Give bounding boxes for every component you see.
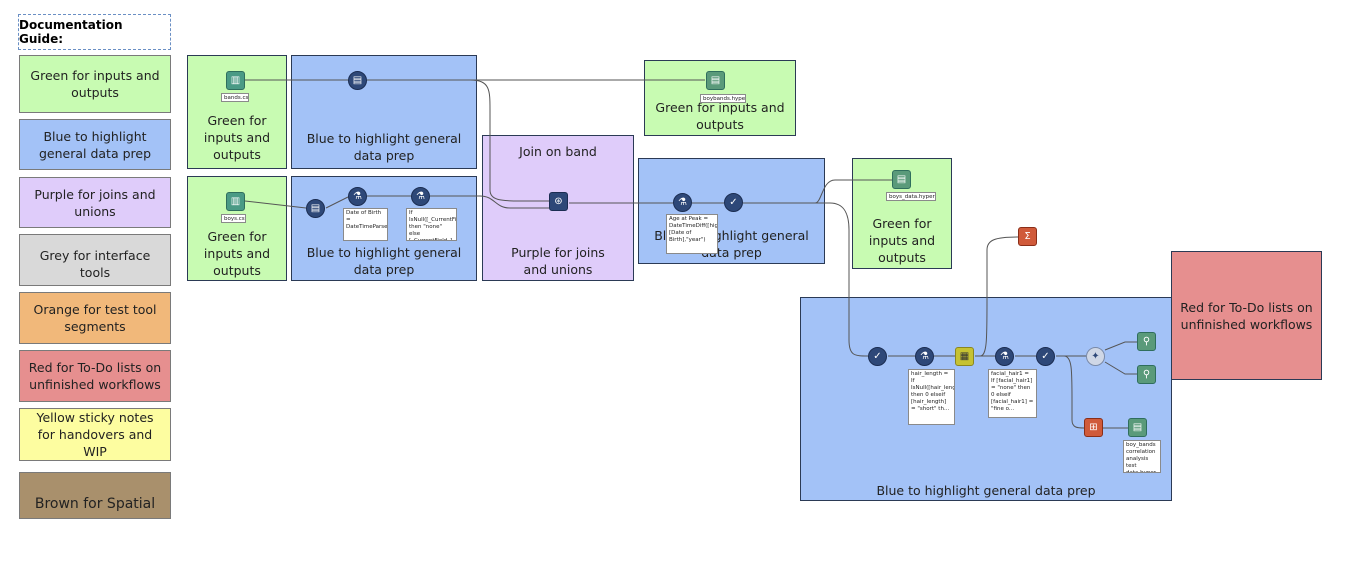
- container-todo[interactable]: Red for To-Do lists on unfinished workfl…: [1171, 251, 1322, 380]
- formula-tool-facial[interactable]: ⚗: [995, 347, 1014, 366]
- legend-red[interactable]: Red for To-Do lists on unfinished workfl…: [19, 350, 171, 402]
- container-large-prep[interactable]: Blue to highlight general data prep: [800, 297, 1172, 501]
- document-icon: ▤: [1132, 422, 1143, 433]
- container-boys-output[interactable]: Green for inputs and outputs: [852, 158, 952, 269]
- bands-input-tool[interactable]: ▥: [226, 71, 245, 90]
- legend-yellow-label: Yellow sticky notes for handovers and WI…: [36, 410, 154, 459]
- container-bands-prep[interactable]: Blue to highlight general data prep: [291, 55, 477, 169]
- legend-brown-label: Brown for Spatial: [34, 496, 156, 512]
- formula-tool-dob[interactable]: ⚗: [348, 187, 367, 206]
- legend-red-label: Red for To-Do lists on unfinished workfl…: [28, 360, 162, 392]
- table-icon: ▦: [959, 351, 970, 362]
- filter-tool-1[interactable]: ✓: [724, 193, 743, 212]
- wire-filter-largefilter: [743, 202, 869, 357]
- formula-hair-label: hair_length = If IsNull([hair_length]) t…: [908, 369, 955, 425]
- multi-field-formula-tool[interactable]: ⚗: [411, 187, 430, 206]
- boys-input-label: boys.csv: [221, 214, 246, 223]
- document-icon: ▤: [710, 75, 721, 86]
- boys-output-label: boys_data.hyper: [886, 192, 936, 201]
- bands-output-label: boybands.hyper: [700, 94, 746, 103]
- flask-icon: ⚗: [920, 351, 929, 362]
- select-tool-boys[interactable]: ▤: [306, 199, 325, 218]
- filter-tool-3[interactable]: ✓: [1036, 347, 1055, 366]
- legend-green[interactable]: Green for inputs and outputs: [19, 55, 171, 113]
- legend-grey-label: Grey for interface tools: [39, 248, 151, 280]
- legend-yellow[interactable]: Yellow sticky notes for handovers and WI…: [19, 408, 171, 461]
- flask-icon: ⚗: [353, 191, 362, 202]
- formula-facial-label: facial_hair1 = If [facial_hair1] = "none…: [988, 369, 1037, 418]
- wire-filter-output: [743, 179, 892, 204]
- boys-input-tool[interactable]: ▥: [226, 192, 245, 211]
- container-bands-input-label: Green for inputs and outputs: [203, 113, 271, 162]
- auto-icon: ✦: [1091, 351, 1100, 362]
- legend-orange-label: Orange for test tool segments: [33, 302, 157, 334]
- formula-tool-age[interactable]: ⚗: [673, 193, 692, 212]
- container-bands-prep-label: Blue to highlight general data prep: [306, 131, 462, 163]
- wire-to-browse2: [1104, 361, 1137, 375]
- legend-blue-label: Blue to highlight general data prep: [38, 128, 152, 161]
- wire-select-join: [367, 79, 549, 202]
- legend-purple[interactable]: Purple for joins and unions: [19, 177, 171, 228]
- container-join-title: Join on band: [519, 144, 597, 159]
- correlation-output-label: boy_bands correlation analysis test data…: [1123, 440, 1161, 473]
- boys-output-tool[interactable]: ▤: [892, 170, 911, 189]
- checkmark-filter-icon: ✓: [873, 351, 882, 362]
- correlation-icon: ⊞: [1089, 422, 1098, 433]
- legend-purple-label: Purple for joins and unions: [34, 186, 156, 219]
- wire-to-correlation: [1056, 355, 1085, 429]
- wire-select-formula: [325, 196, 349, 209]
- select-tool-bands[interactable]: ▤: [348, 71, 367, 90]
- formula-null-label: If IsNull([_CurrentField_]) then "none" …: [406, 208, 457, 241]
- container-todo-label: Red for To-Do lists on unfinished workfl…: [1180, 299, 1313, 332]
- wire-formula-join: [430, 195, 549, 209]
- wire-to-browse1: [1104, 341, 1137, 351]
- legend-blue[interactable]: Blue to highlight general data prep: [19, 119, 171, 170]
- join-icon: ⊛: [554, 196, 563, 207]
- binoculars-icon: ⚲: [1142, 369, 1151, 380]
- join-tool[interactable]: ⊛: [549, 192, 568, 211]
- book-icon: ▥: [230, 196, 241, 207]
- select-icon: ▤: [310, 203, 321, 214]
- legend-green-label: Green for inputs and outputs: [30, 68, 160, 100]
- formula-tool-hair[interactable]: ⚗: [915, 347, 934, 366]
- documentation-guide-title: Documentation Guide:: [18, 14, 171, 50]
- bands-output-tool[interactable]: ▤: [706, 71, 725, 90]
- browse-tool-1[interactable]: ⚲: [1137, 332, 1156, 351]
- wire-boys-select: [244, 200, 307, 209]
- correlation-tool[interactable]: ⊞: [1084, 418, 1103, 437]
- container-boys-prep-label: Blue to highlight general data prep: [306, 245, 462, 277]
- container-bands-output-label: Green for inputs and outputs: [655, 100, 785, 132]
- document-icon: ▤: [896, 174, 907, 185]
- book-icon: ▥: [230, 75, 241, 86]
- legend-brown[interactable]: Brown for Spatial: [19, 472, 171, 519]
- auto-field-tool[interactable]: ✦: [1086, 347, 1105, 366]
- filter-tool-2[interactable]: ✓: [868, 347, 887, 366]
- flask-icon: ⚗: [678, 197, 687, 208]
- container-boys-input-label: Green for inputs and outputs: [203, 229, 271, 278]
- checkmark-filter-icon: ✓: [1041, 351, 1050, 362]
- binoculars-icon: ⚲: [1142, 336, 1151, 347]
- legend-grey[interactable]: Grey for interface tools: [19, 234, 171, 286]
- sigma-icon: Σ: [1024, 231, 1031, 242]
- flask-icon: ⚗: [1000, 351, 1009, 362]
- container-boys-input[interactable]: Green for inputs and outputs: [187, 176, 287, 281]
- transpose-tool[interactable]: ▦: [955, 347, 974, 366]
- formula-age-label: Age at Peak = DateTimeDiff([highest_pos_…: [666, 214, 718, 254]
- summarize-tool[interactable]: Σ: [1018, 227, 1037, 246]
- legend-orange[interactable]: Orange for test tool segments: [19, 292, 171, 344]
- formula-dob-label: Date of Birth = DateTimeParse([dob],"%m/…: [343, 208, 388, 241]
- correlation-output-tool[interactable]: ▤: [1128, 418, 1147, 437]
- container-join-label: Purple for joins and unions: [511, 245, 605, 277]
- select-icon: ▤: [352, 75, 363, 86]
- bands-input-label: bands.csv: [221, 93, 249, 102]
- checkmark-filter-icon: ✓: [729, 197, 738, 208]
- browse-tool-2[interactable]: ⚲: [1137, 365, 1156, 384]
- wire-to-summarize: [975, 236, 1019, 357]
- container-large-prep-label: Blue to highlight general data prep: [876, 483, 1096, 498]
- container-boys-output-label: Green for inputs and outputs: [868, 216, 936, 265]
- multi-flask-icon: ⚗: [416, 191, 425, 202]
